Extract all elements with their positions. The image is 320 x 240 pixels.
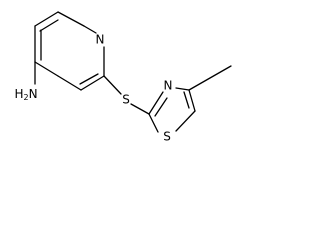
bond-c4prime-n3prime bbox=[175, 87, 190, 91]
chemical-structure: N H2N S N S bbox=[14, 11, 232, 144]
thioether-sulfur-label: S bbox=[122, 93, 130, 107]
amine-label: H2N bbox=[14, 87, 37, 102]
amine-h-label: H bbox=[14, 87, 23, 101]
pyridine-nitrogen-label: N bbox=[96, 33, 105, 47]
bond-c4prime-methyl bbox=[188, 65, 232, 91]
bond-c2-sulfur bbox=[103, 75, 122, 95]
bond-n3prime-c2prime bbox=[148, 91, 164, 115]
bond-c5prime-c4prime bbox=[188, 89, 196, 112]
amine-subscript-label: 2 bbox=[23, 93, 28, 102]
bond-c2-c3 bbox=[80, 75, 105, 91]
bond-s1prime-c5prime bbox=[175, 110, 196, 132]
pyridine-ring bbox=[34, 11, 105, 91]
bond-c5-c6 bbox=[34, 11, 59, 27]
bond-c5-c6-inner bbox=[39, 19, 59, 32]
bond-c2prime-s1prime bbox=[148, 113, 159, 133]
bond-c4-n1 bbox=[83, 25, 97, 34]
bond-c4-c5 bbox=[34, 61, 59, 77]
bond-c3-c4 bbox=[57, 75, 82, 91]
thiazole-ring bbox=[148, 65, 232, 133]
thiazole-sulfur-label: S bbox=[163, 130, 171, 144]
thiazole-nitrogen-label: N bbox=[164, 79, 173, 93]
bond-c2-c3-inner bbox=[79, 73, 99, 85]
bond-n3prime-c2prime-inner bbox=[154, 97, 168, 117]
bond-c5prime-c4prime-inner bbox=[183, 91, 190, 109]
bond-c6-c4 bbox=[57, 11, 85, 27]
bond-sulfur-c2prime bbox=[130, 103, 150, 115]
amine-n-label: N bbox=[29, 87, 38, 101]
